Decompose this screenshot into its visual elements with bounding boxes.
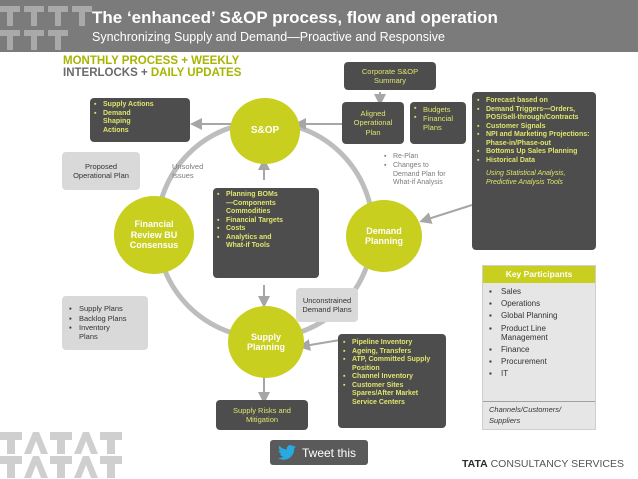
- node-demand-planning: Demand Planning: [346, 200, 422, 272]
- node-supply-planning: Supply Planning: [228, 306, 304, 378]
- supply-plans-item: Backlog Plans: [68, 314, 127, 324]
- aligned-plan-label: Aligned Operational Plan: [353, 109, 393, 137]
- key-participant-item: Global Planning: [489, 311, 589, 320]
- supply-plans-item: Supply Plans: [68, 304, 127, 314]
- unconstrained-box: Unconstrained Demand Plans: [296, 288, 358, 322]
- supply-risks-box: Supply Risks and Mitigation: [216, 400, 308, 430]
- node-supply-planning-label: Supply Planning: [247, 331, 285, 352]
- pipeline-item: Ageing, Transfers: [343, 348, 441, 357]
- replan-item: Re-Plan: [384, 153, 454, 162]
- tcs-logo: TATA CONSULTANCY SERVICES: [462, 458, 624, 470]
- forecast-box: Forecast based on Demand Triggers—Orders…: [472, 92, 596, 250]
- process-heading-line2: INTERLOCKS + DAILY UPDATES: [63, 67, 241, 79]
- corporate-summary-box: Corporate S&OP Summary: [344, 62, 436, 90]
- center-tools-item: Planning BOMs—Components Commodities: [217, 191, 279, 217]
- forecast-item: Demand Triggers—Orders, POS/Sell-through…: [477, 106, 591, 123]
- sop-actions-box: Supply Actions Demand Shaping Actions: [90, 98, 190, 142]
- unconstrained-label: Unconstrained Demand Plans: [302, 295, 352, 314]
- budgets-item: Financial Plans: [414, 114, 462, 132]
- center-tools-item: Analytics and What-if Tools: [217, 234, 289, 251]
- proposed-plan-label: Proposed Operational Plan: [73, 161, 129, 180]
- pipeline-item: Pipeline Inventory: [343, 339, 441, 348]
- forecast-note: Using Statistical Analysis, Predictive A…: [486, 170, 566, 186]
- process-heading-line2a: INTERLOCKS +: [63, 67, 151, 79]
- unsolved-issues-label: Unsolved Issues: [172, 162, 204, 181]
- forecast-item: Historical Data: [477, 157, 591, 166]
- replan-item: Changes to Demand Plan for What-if Analy…: [384, 162, 454, 188]
- aligned-plan-box: Aligned Operational Plan: [342, 102, 404, 144]
- slide-subtitle: Synchronizing Supply and Demand—Proactiv…: [92, 30, 445, 44]
- key-participant-item: Operations: [489, 299, 589, 308]
- corporate-summary-label: Corporate S&OP Summary: [361, 66, 419, 85]
- forecast-item: Forecast based on: [477, 97, 591, 106]
- forecast-item: Customer Signals: [477, 123, 591, 132]
- tweet-this-button[interactable]: Tweet this: [270, 440, 368, 465]
- key-participant-item: Finance: [489, 345, 589, 354]
- tata-watermark: [0, 432, 122, 478]
- node-sop: S&OP: [230, 98, 300, 164]
- key-participant-item: IT: [489, 369, 589, 378]
- sop-action-item: Supply Actions: [94, 101, 186, 110]
- key-participants-title: Key Participants: [483, 266, 595, 283]
- supply-plans-item: Inventory Plans: [68, 323, 118, 342]
- center-tools-item: Costs: [217, 225, 315, 234]
- tcs-logo-bold: TATA: [462, 458, 488, 470]
- node-sop-label: S&OP: [250, 125, 280, 137]
- arrow-pipeline-to-supply: [298, 339, 341, 351]
- center-tools-item: Financial Targets: [217, 217, 315, 226]
- forecast-item: NPI and Marketing Projections: Phase-in/…: [477, 131, 591, 148]
- slide-title: The ‘enhanced’ S&OP process, flow and op…: [92, 8, 498, 27]
- key-participant-item: Procurement: [489, 357, 589, 366]
- replan-list: Re-Plan Changes to Demand Plan for What-…: [384, 153, 454, 188]
- arrow-forecast-to-demand: [419, 204, 473, 224]
- pipeline-item: Customer Sites Spares/After Market Servi…: [343, 382, 441, 408]
- pipeline-item: Channel Inventory: [343, 373, 441, 382]
- process-heading-line1: MONTHLY PROCESS + WEEKLY: [63, 55, 240, 67]
- budgets-box: Budgets Financial Plans: [410, 102, 466, 144]
- key-participants-panel: Key Participants Sales Operations Global…: [482, 265, 596, 430]
- budgets-item: Budgets: [414, 105, 462, 114]
- slide-header: The ‘enhanced’ S&OP process, flow and op…: [0, 0, 638, 52]
- center-tools-box: Planning BOMs—Components Commodities Fin…: [213, 188, 319, 278]
- node-financial-review: Financial Review BU Consensus: [114, 196, 194, 274]
- proposed-plan-box: Proposed Operational Plan: [62, 152, 140, 190]
- header-pattern: [0, 6, 92, 50]
- process-heading-line2b: DAILY UPDATES: [150, 67, 242, 79]
- pipeline-item: ATP, Committed Supply Position: [343, 356, 441, 373]
- twitter-bird-icon: [278, 445, 296, 460]
- forecast-item: Bottoms Up Sales Planning: [477, 148, 591, 157]
- pipeline-box: Pipeline Inventory Ageing, Transfers ATP…: [338, 334, 446, 428]
- node-demand-planning-label: Demand Planning: [365, 225, 403, 246]
- key-participant-item: Product Line Management: [489, 324, 589, 342]
- tweet-this-label: Tweet this: [302, 445, 357, 460]
- supply-risks-label: Supply Risks and Mitigation: [233, 405, 291, 424]
- key-participants-footer: Channels/Customers/ Suppliers: [483, 400, 595, 429]
- sop-action-item: Demand Shaping Actions: [94, 110, 142, 136]
- node-financial-review-label: Financial Review BU Consensus: [129, 219, 179, 251]
- key-participant-item: Sales: [489, 287, 589, 296]
- supply-plans-box: Supply Plans Backlog Plans Inventory Pla…: [62, 296, 148, 350]
- tcs-logo-rest: CONSULTANCY SERVICES: [487, 458, 624, 470]
